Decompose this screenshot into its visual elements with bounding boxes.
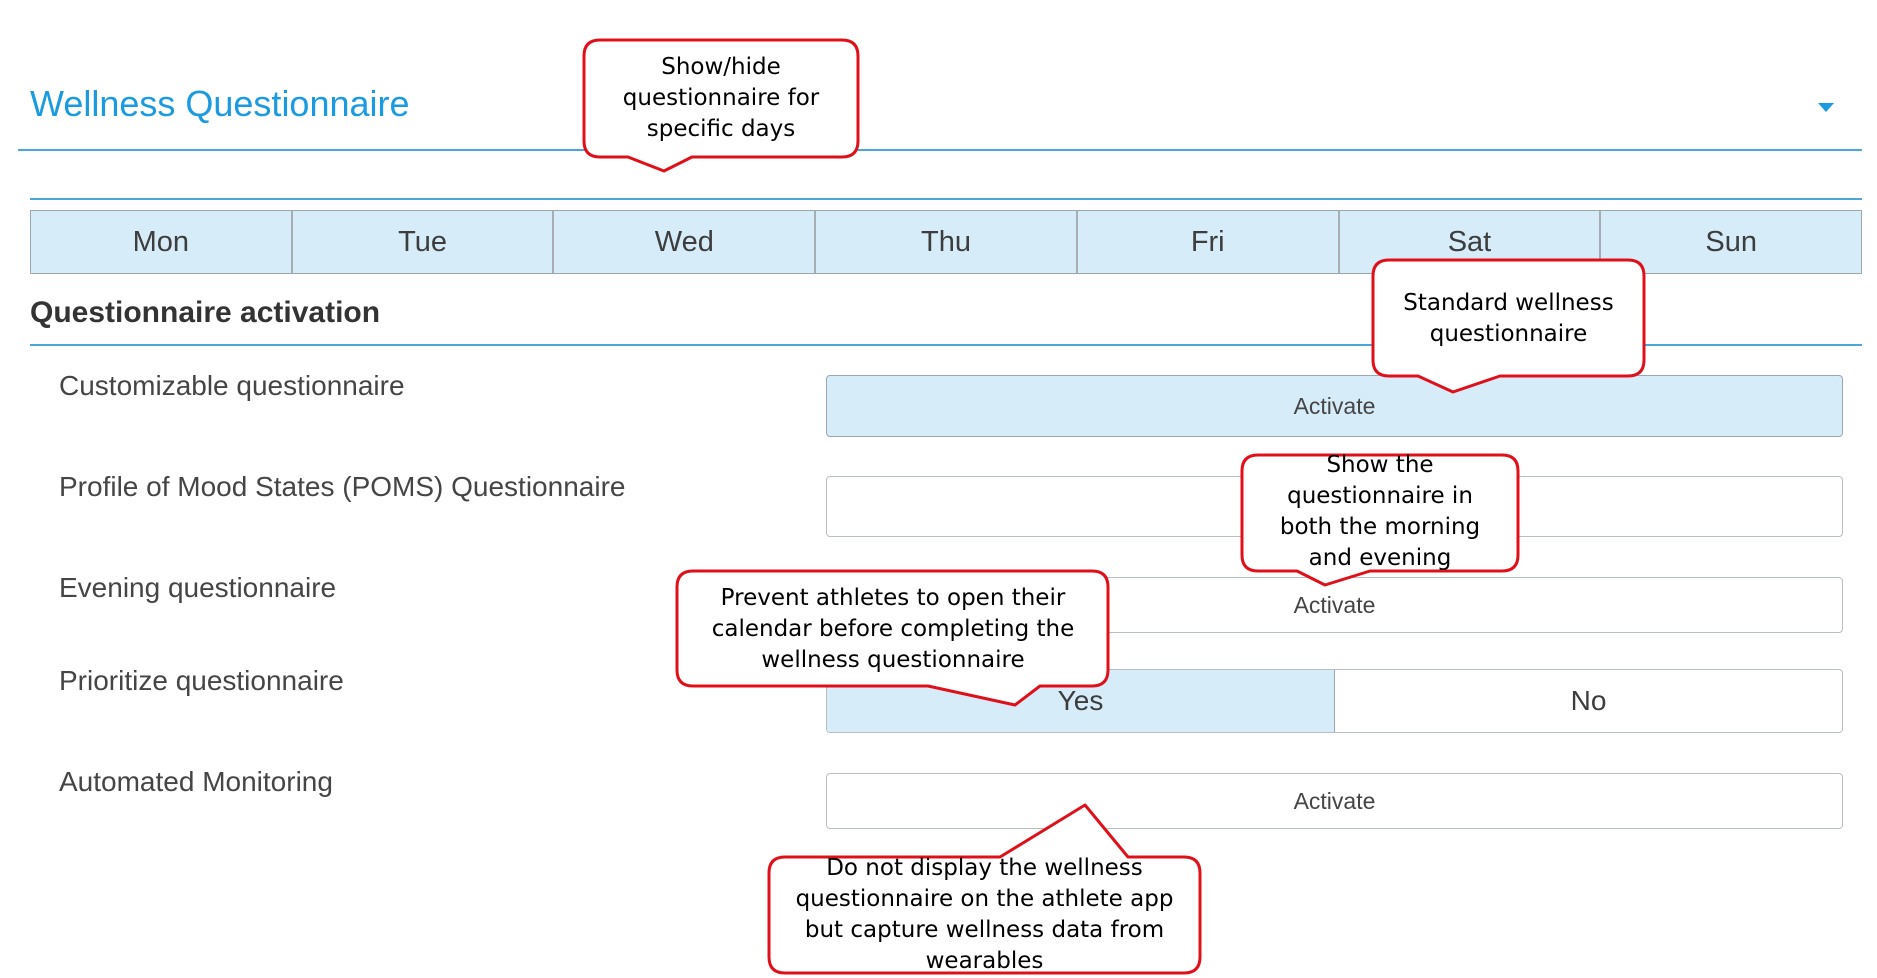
day-tab-mon[interactable]: Mon xyxy=(31,211,293,273)
callout-days-text: Show/hide questionnaire for specific day… xyxy=(622,54,820,142)
day-tab-thu[interactable]: Thu xyxy=(816,211,1078,273)
customizable-activate-button[interactable]: Activate xyxy=(826,375,1843,437)
day-tab-fri[interactable]: Fri xyxy=(1078,211,1340,273)
panel-title[interactable]: Wellness Questionnaire xyxy=(30,83,410,124)
callout-wearables-text: Do not display the wellness questionnair… xyxy=(795,855,1174,974)
day-tab-sat[interactable]: Sat xyxy=(1340,211,1602,273)
day-tab-wed[interactable]: Wed xyxy=(554,211,817,273)
day-tab-tue[interactable]: Tue xyxy=(293,211,555,273)
header-divider xyxy=(18,149,1862,151)
callout-prioritize-text: Prevent athletes to open their calendar … xyxy=(711,585,1075,673)
callout-morning-evening-text: Show the questionnaire in both the morni… xyxy=(1279,452,1481,571)
callout-standard-text: Standard wellness questionnaire xyxy=(1403,290,1614,347)
tabs-divider xyxy=(30,198,1862,200)
automated-monitoring-label: Automated Monitoring xyxy=(59,766,333,797)
customizable-questionnaire-label: Customizable questionnaire xyxy=(59,370,405,401)
prioritize-no-button[interactable]: No xyxy=(1570,685,1607,716)
caret-down-icon[interactable] xyxy=(1818,103,1834,112)
prioritize-questionnaire-label: Prioritize questionnaire xyxy=(59,665,344,696)
day-tabs: Mon Tue Wed Thu Fri Sat Sun xyxy=(30,210,1862,274)
section-divider xyxy=(30,344,1862,346)
prioritize-yes-button[interactable]: Yes xyxy=(827,670,1335,732)
poms-questionnaire-label: Profile of Mood States (POMS) Questionna… xyxy=(59,471,626,502)
evening-questionnaire-label: Evening questionnaire xyxy=(59,572,337,603)
prioritize-toggle: Yes No xyxy=(826,669,1843,733)
automated-monitoring-activate-button[interactable]: Activate xyxy=(826,773,1843,829)
day-tab-sun[interactable]: Sun xyxy=(1705,225,1757,258)
section-heading: Questionnaire activation xyxy=(30,296,381,329)
